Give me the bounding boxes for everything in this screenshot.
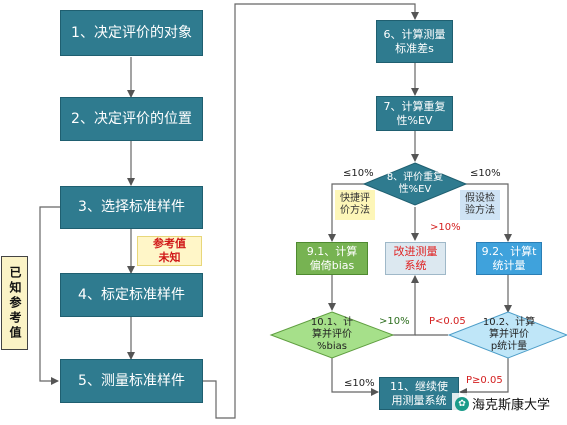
branch-8-left	[328, 183, 365, 242]
decision-102-diamond	[447, 311, 567, 359]
step-101-label: 10.1、计 算并评价 %bias	[310, 317, 354, 352]
step-2-box: 2、决定评价的位置	[60, 97, 203, 141]
label-le10-bottom: ≤10%	[344, 378, 375, 389]
loop-3-to-5	[39, 206, 60, 385]
decision-8-diamond	[362, 162, 468, 206]
hypothesis-method-note: 假设检 验方法	[460, 190, 500, 220]
branch-101-to-11	[331, 358, 379, 396]
step-4-box: 4、标定标准样件	[60, 273, 203, 317]
step-102-label: 10.2、计算 算并评价 p统计量	[482, 317, 536, 352]
step-1-box: 1、决定评价的对象	[60, 10, 203, 56]
watermark-logo: ✿ 海克斯康大学	[452, 393, 554, 414]
improve-system-box: 改进测量 系统	[385, 242, 446, 275]
label-gt10-mid: >10%	[379, 316, 410, 327]
label-le10-left: ≤10%	[343, 168, 374, 179]
label-p-lt: P<0.05	[429, 316, 466, 327]
step-6-box: 6、计算测量 标准差s	[376, 20, 453, 63]
branch-102-to-11	[459, 358, 509, 396]
reference-unknown-note: 参考值 未知	[137, 236, 202, 266]
step-3-box: 3、选择标准样件	[60, 186, 203, 229]
step-11-box: 11、继续使 用测量系统	[379, 377, 459, 410]
step-91-box: 9.1、计算 偏倚bias	[296, 242, 368, 275]
label-gt10-center: >10%	[430, 222, 461, 233]
step-7-box: 7、计算重复 性%EV	[376, 96, 453, 131]
label-p-ge: P≥0.05	[466, 375, 503, 386]
decision-101-diamond	[269, 311, 395, 359]
step-92-box: 9.2、计算t 统计量	[476, 242, 542, 275]
quick-method-note: 快捷评 价方法	[335, 190, 375, 220]
chat-bubble-icon: ✿	[455, 396, 469, 411]
step-8-label: 8、评价重复 性%EV	[386, 172, 444, 195]
known-reference-note: 已知参考值	[1, 256, 28, 350]
branch-8-right	[465, 183, 512, 242]
step-5-box: 5、测量标准样件	[60, 359, 203, 403]
connector-5-to-6	[201, 3, 419, 419]
label-le10-right: ≤10%	[470, 168, 501, 179]
watermark-text: 海克斯康大学	[472, 398, 551, 413]
